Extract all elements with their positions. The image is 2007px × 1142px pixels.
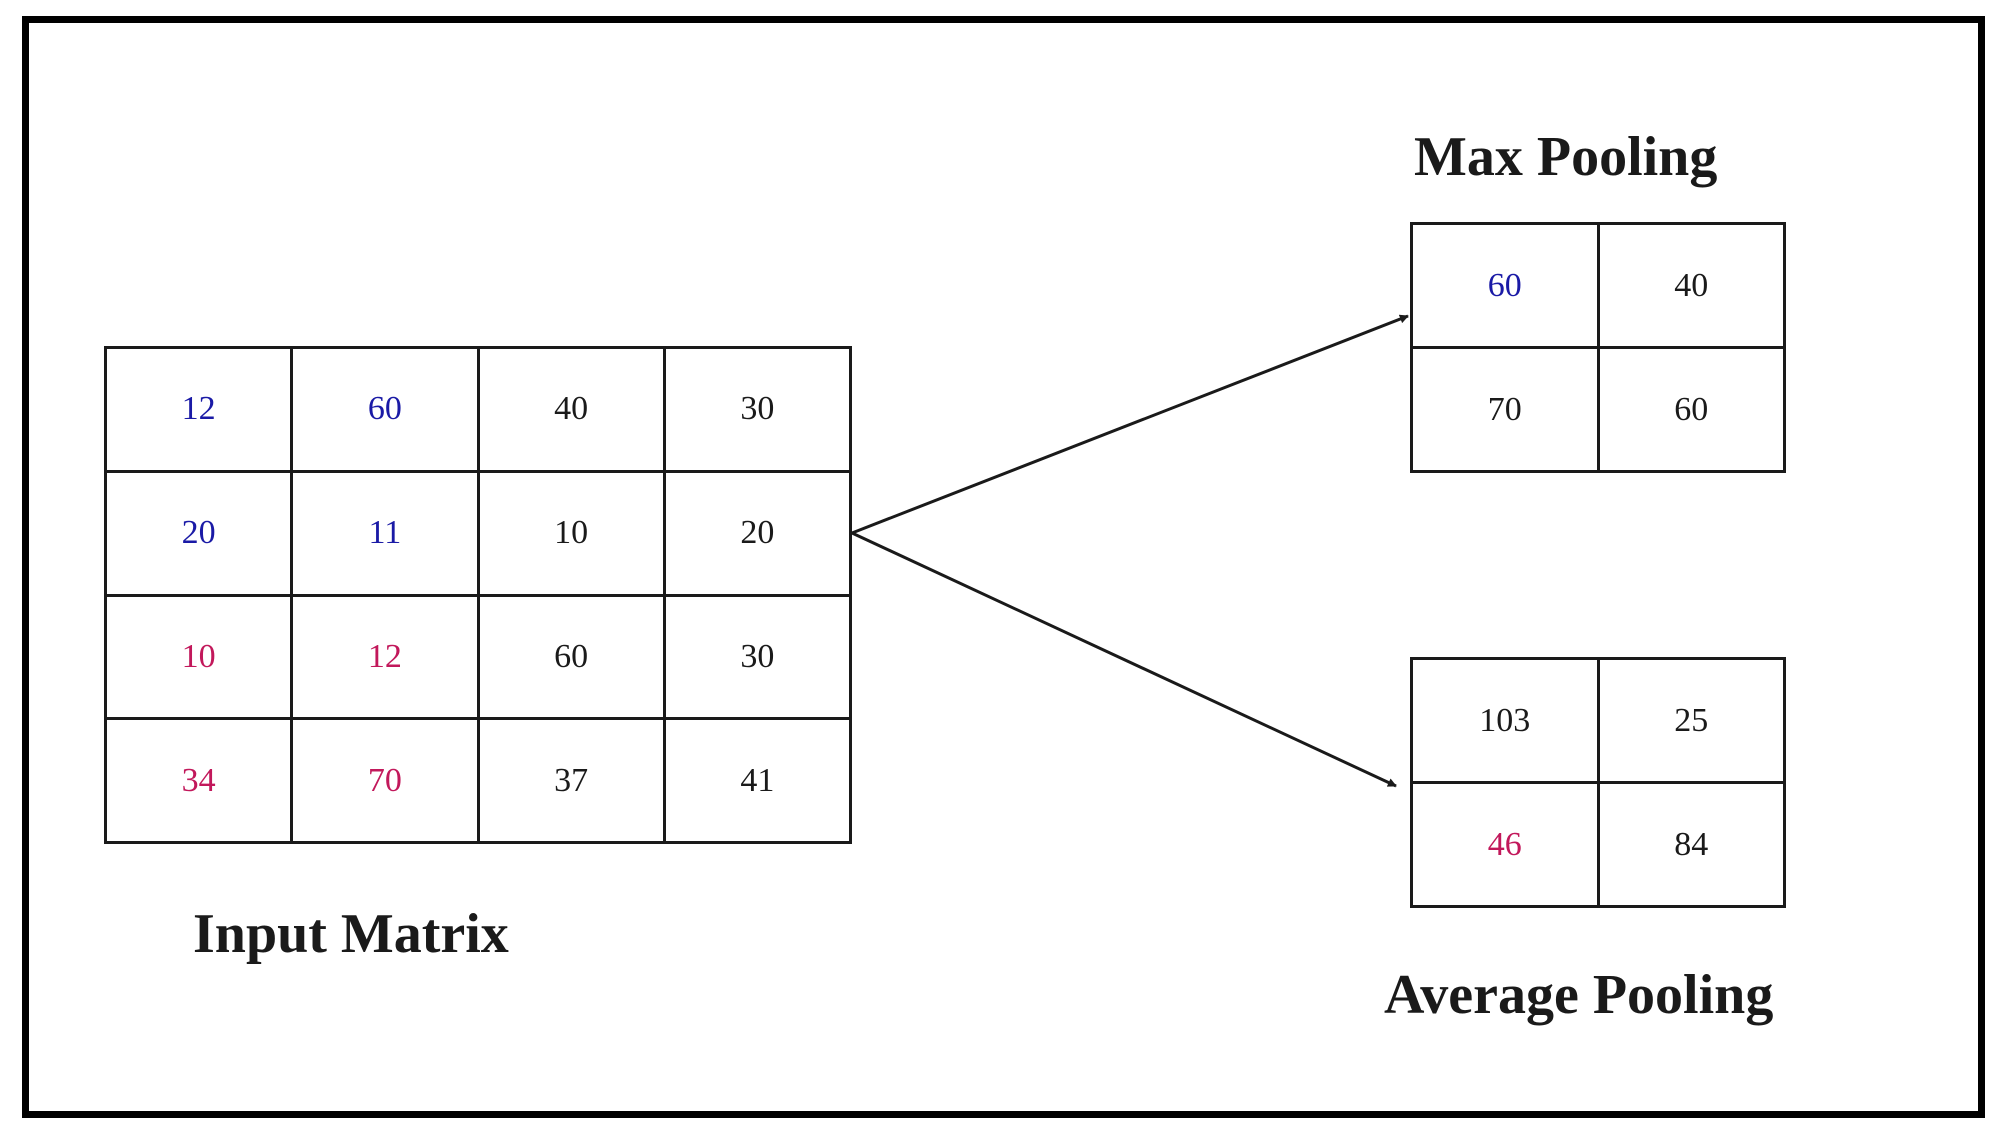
input-matrix-cell-r2-c2: 11: [293, 472, 480, 597]
max-pooling-cell-r2-c2: 60: [1599, 349, 1786, 473]
input-matrix-label: Input Matrix: [193, 903, 509, 965]
input-matrix-cell-r1-c3: 40: [479, 349, 666, 473]
input-matrix-cell-r2-c1: 20: [107, 472, 294, 597]
input-matrix-cell-r1-c4: 30: [665, 349, 852, 473]
input-matrix-cell-r3-c2: 12: [293, 596, 480, 721]
input-matrix-cell-r2-c4: 20: [665, 472, 852, 597]
input-matrix-cell-r4-c3: 37: [479, 720, 666, 844]
average-pooling-label: Average Pooling: [1384, 964, 1774, 1026]
arrow-to-max-pooling: [851, 314, 1409, 535]
max-pooling-cell-r2-c1: 70: [1413, 349, 1600, 473]
input-matrix-cell-r1-c1: 12: [107, 349, 294, 473]
diagram-frame: [22, 16, 1985, 1118]
input-matrix-cell-r1-c2: 60: [293, 349, 480, 473]
max-pooling-cell-r1-c2: 40: [1599, 225, 1786, 349]
max-pooling-cell-r1-c1: 60: [1413, 225, 1600, 349]
average-pooling-cell-r1-c1: 103: [1413, 660, 1600, 784]
input-matrix-cell-r3-c3: 60: [479, 596, 666, 721]
average-pooling-cell-r2-c1: 46: [1413, 784, 1600, 908]
max-pooling-label: Max Pooling: [1414, 126, 1718, 188]
input-matrix-cell-r4-c1: 34: [107, 720, 294, 844]
input-matrix-cell-r3-c1: 10: [107, 596, 294, 721]
average-pooling-cell-r2-c2: 84: [1599, 784, 1786, 908]
input-matrix-cell-r2-c3: 10: [479, 472, 666, 597]
input-matrix-cell-r4-c2: 70: [293, 720, 480, 844]
arrow-to-average-pooling: [851, 531, 1397, 788]
input-matrix-cell-r3-c4: 30: [665, 596, 852, 721]
average-pooling-cell-r1-c2: 25: [1599, 660, 1786, 784]
input-matrix-cell-r4-c4: 41: [665, 720, 852, 844]
